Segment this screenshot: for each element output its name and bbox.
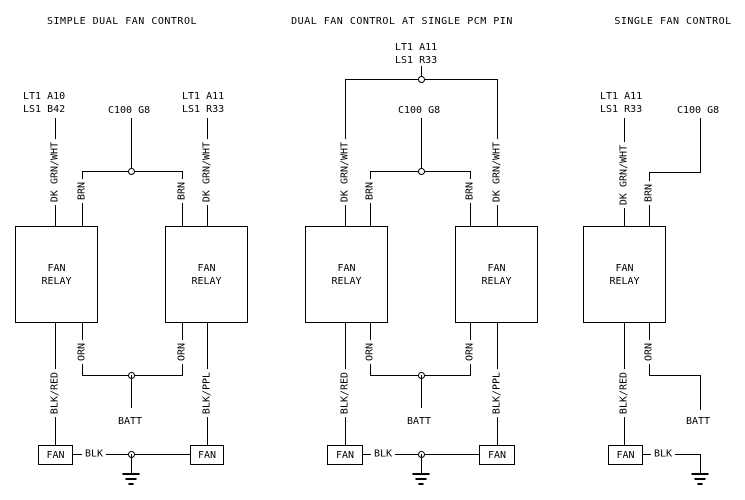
wire-color-label: ORN: [176, 339, 188, 365]
junction-dot-icon: [128, 168, 135, 175]
fan-relay-label-line: FAN: [487, 262, 506, 274]
diagram3-pin-left: LT1 A11 LS1 R33: [600, 90, 642, 116]
diagram3-pin-right: C100 G8: [677, 105, 720, 116]
wire-batt-stub: [131, 375, 132, 408]
pin-line: LT1 A11: [182, 91, 225, 102]
wire-ground-stub: [700, 454, 701, 473]
fan-box: FAN: [190, 445, 224, 465]
wire-color-label: BRN: [364, 178, 376, 204]
fan-relay-label-line: FAN: [615, 262, 634, 274]
wire-color-label: DK GRN/WHT: [49, 138, 61, 206]
fan-relay-label: FAN RELAY: [191, 262, 221, 288]
wire-batt-elbow: [649, 375, 701, 376]
wire-color-label: DK GRN/WHT: [618, 141, 630, 209]
fan-box: FAN: [327, 445, 363, 465]
wire-c100: [131, 118, 132, 171]
fan-box: FAN: [38, 445, 73, 465]
fan-relay-label-line: RELAY: [331, 275, 362, 287]
wire-color-label: BRN: [76, 178, 88, 204]
ground-icon: [412, 473, 430, 486]
diagram1-pin-center: C100 G8: [108, 105, 151, 116]
wire-c100: [700, 118, 701, 172]
diagram1-pin-left: LT1 A10 LS1 B42: [23, 90, 65, 116]
batt-label: BATT: [685, 416, 711, 427]
wire-color-label: ORN: [643, 339, 655, 365]
fan-relay-label-line: FAN: [337, 262, 356, 274]
fan-relay-label: FAN RELAY: [609, 262, 639, 288]
wire-color-label: ORN: [76, 339, 88, 365]
junction-dot-icon: [418, 168, 425, 175]
wire-color-label: BLK/RED: [339, 368, 351, 418]
fan-relay-box: FAN RELAY: [455, 226, 538, 323]
pin-line: LT1 A11: [600, 91, 643, 102]
diagram3-title: SINGLE FAN CONTROL: [614, 16, 732, 27]
wire-color-label: BLK: [370, 448, 396, 460]
fan-relay-box: FAN RELAY: [583, 226, 666, 323]
fan-box: FAN: [608, 445, 643, 465]
fan-relay-label-line: FAN: [47, 262, 66, 274]
junction-dot-icon: [418, 76, 425, 83]
wire-color-label: BLK: [650, 448, 676, 460]
wire-ground-stub: [131, 454, 132, 473]
batt-label: BATT: [117, 416, 143, 427]
wire-color-label: BRN: [464, 178, 476, 204]
fan-relay-label-line: RELAY: [191, 275, 222, 287]
pin-line: LS1 B42: [23, 104, 66, 115]
fan-relay-label: FAN RELAY: [331, 262, 361, 288]
wire-color-label: DK GRN/WHT: [491, 138, 503, 206]
diagram1-pin-right: LT1 A11 LS1 R33: [182, 90, 224, 116]
ground-icon: [691, 473, 709, 486]
fan-relay-box: FAN RELAY: [165, 226, 248, 323]
diagram2-pin-top: LT1 A11 LS1 R33: [395, 41, 437, 67]
wire-c100-elbow: [649, 172, 701, 173]
wire-batt-stub: [700, 375, 701, 410]
wire-color-label: BLK/PPL: [201, 368, 213, 418]
pin-line: LS1 R33: [395, 55, 438, 66]
fan-relay-box: FAN RELAY: [15, 226, 98, 323]
fan-relay-label-line: RELAY: [481, 275, 512, 287]
batt-label: BATT: [406, 416, 432, 427]
ground-icon: [122, 473, 140, 486]
fan-relay-label-line: RELAY: [609, 275, 640, 287]
fan-relay-label: FAN RELAY: [481, 262, 511, 288]
wire-color-label: DK GRN/WHT: [201, 138, 213, 206]
wire-color-label: BLK/RED: [49, 368, 61, 418]
diagram2-title: DUAL FAN CONTROL AT SINGLE PCM PIN: [291, 16, 513, 27]
diagram2-pin-center: C100 G8: [398, 105, 441, 116]
wire-color-label: BLK/PPL: [491, 368, 503, 418]
wire-color-label: BLK: [81, 448, 107, 460]
wire-color-label: ORN: [464, 339, 476, 365]
pin-line: LT1 A11: [395, 42, 438, 53]
pin-line: LS1 R33: [600, 104, 643, 115]
fan-relay-label-line: FAN: [197, 262, 216, 274]
pin-line: LT1 A10: [23, 91, 66, 102]
fan-relay-box: FAN RELAY: [305, 226, 388, 323]
wire-batt-stub: [421, 375, 422, 408]
diagram1-title: SIMPLE DUAL FAN CONTROL: [47, 16, 197, 27]
wire-color-label: BRN: [643, 180, 655, 206]
wire-ground-stub: [421, 454, 422, 473]
wire-pcm-stub: [421, 66, 422, 79]
fan-relay-label: FAN RELAY: [41, 262, 71, 288]
fan-relay-label-line: RELAY: [41, 275, 72, 287]
wire-color-label: BRN: [176, 178, 188, 204]
wire-c100: [421, 118, 422, 171]
wire-color-label: ORN: [364, 339, 376, 365]
pin-line: LS1 R33: [182, 104, 225, 115]
wire-color-label: DK GRN/WHT: [339, 138, 351, 206]
wire-color-label: BLK/RED: [618, 368, 630, 418]
fan-box: FAN: [479, 445, 515, 465]
